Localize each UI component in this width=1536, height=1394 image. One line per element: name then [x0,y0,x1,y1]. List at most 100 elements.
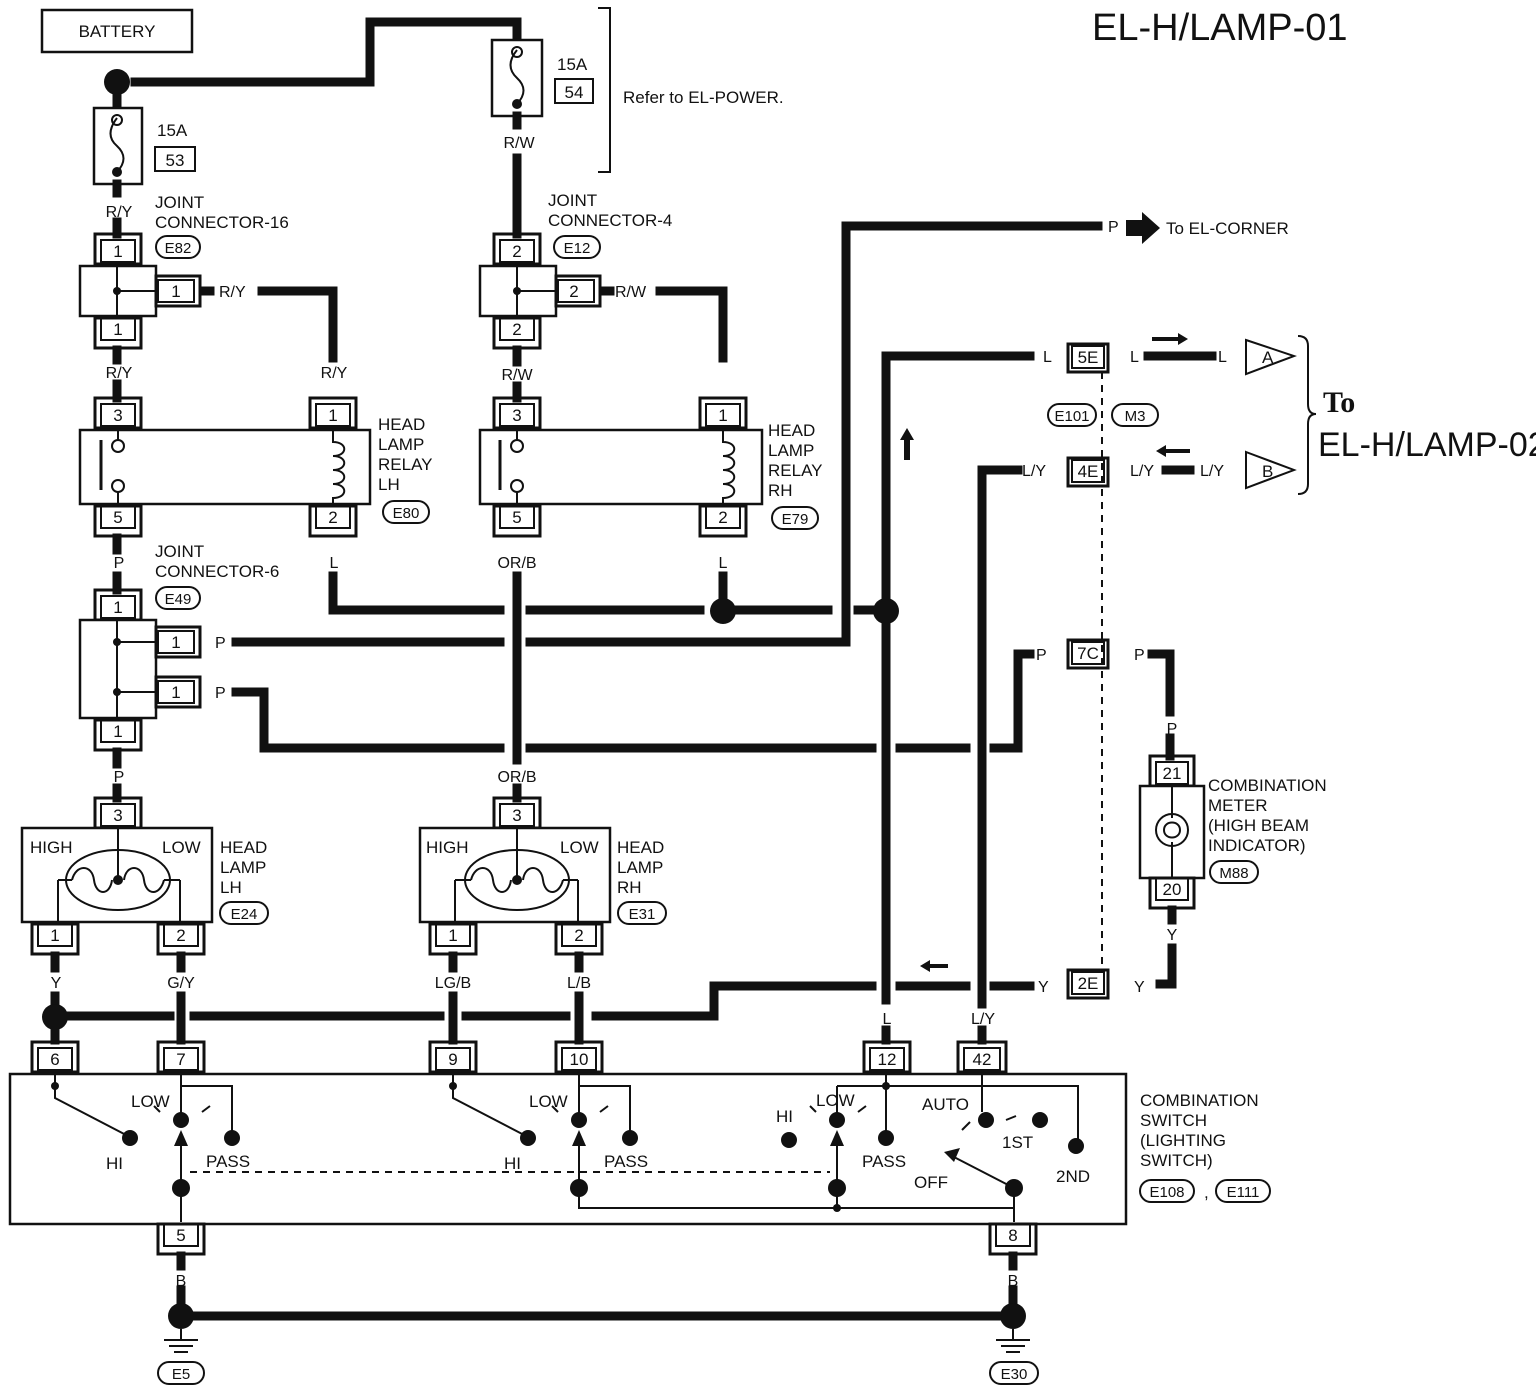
wire-label-p-7c-left: P [1036,647,1047,664]
sw-pin9-housing [428,1040,478,1074]
relay-rh-coil [722,430,736,504]
fuse-53-rating: 15A [157,121,188,140]
jc4-pin-top: 2 [512,242,521,261]
inline-4e-cell [1071,459,1105,483]
coil-ground-splice [710,598,736,624]
meter-name-1: COMBINATION [1208,776,1327,795]
sw-lh-wiring [54,1074,233,1137]
headlamp-lh-high: HIGH [30,838,73,857]
sw-ind-low-label: LOW [816,1091,855,1110]
sw-ind-wiper-arrow [830,1130,844,1146]
arrow-to-el-corner [1126,212,1160,244]
relay-lh-name-2: LAMP [378,435,424,454]
relay-rh-pin1-housing [698,396,748,430]
sw-light-2nd-contact [1068,1138,1084,1154]
sw-light-auto-label: AUTO [922,1095,969,1114]
jc6-pin-side2-cell [157,680,195,704]
headlamp-rh-pin1-cell [435,923,471,947]
offpage-target-label: EL-H/LAMP-02 [1318,426,1536,464]
sw-pin10-cell [561,1047,597,1071]
l-wire-splice [873,598,899,624]
wire-label-orb-2: OR/B [497,769,536,786]
sw-pin7-cell [163,1047,199,1071]
relay-rh-name-2: LAMP [768,441,814,460]
wire-label-p-corner: P [1108,219,1119,236]
sw-rh-low-label: LOW [529,1092,568,1111]
wire-label-l-1: L [330,555,339,572]
sw-pin6-housing [30,1040,80,1074]
wire-label-p-1: P [114,555,125,572]
inline-5e-pin: 5E [1078,348,1099,367]
sw-lh-low-label: LOW [131,1092,170,1111]
relay-lh-pin2: 2 [328,508,337,527]
wire-ry-to-relay-lh-coil [257,286,338,363]
relay-lh-pin3: 3 [113,406,122,425]
sw-light-wiring [981,1074,1079,1144]
jc4-junction [513,287,521,295]
inline-2e-cell [1071,971,1105,995]
wire-label-p-4: P [114,769,125,786]
inline-5e-cell [1071,345,1105,369]
inline-7c-housing [1066,638,1110,670]
headlamp-lh-pin2-cell [163,923,199,947]
jc6-junction-2 [113,688,121,696]
offpage-b-label: B [1262,462,1273,481]
jc4-name-1: JOINT [548,191,597,210]
fuse-53-number: 53 [166,151,185,170]
wire-p-to-meter [231,649,1035,753]
offpage-a-triangle [1245,338,1297,376]
relay-lh-coil [332,430,346,504]
sw-light-2nd-label: 2ND [1056,1167,1090,1186]
jc6-pin-bot-cell [100,719,136,743]
wire-label-lb: L/B [567,975,591,992]
sw-lh-pass-label: PASS [206,1152,250,1171]
arrow-2e-left [920,960,948,972]
battery-label: BATTERY [79,22,156,41]
sw-pin8: 8 [1008,1226,1017,1245]
headlamp-lh-pin1: 1 [50,926,59,945]
jc4-code-badge [553,235,601,259]
relay-rh-pin3-cell [499,403,535,427]
sw-pin5: 5 [176,1226,185,1245]
arrow-l-up [900,428,914,460]
relay-lh-code: E80 [393,505,420,522]
sw-ind-hi-contact [781,1132,797,1148]
sw-lh-hi-contact [122,1130,138,1146]
offpage-brace [1297,335,1317,495]
ground-e5-icon [164,1329,198,1353]
relay-lh-name-4: LH [378,475,400,494]
fuse-54-element [509,49,525,105]
headlamp-rh-filaments [470,867,564,893]
jc6-code-badge [155,586,201,610]
ground-e5-badge [157,1361,205,1385]
offpage-b-triangle [1245,450,1297,490]
headlamp-rh-center [512,875,522,885]
wire-label-y-meter: Y [1167,927,1178,944]
wire-label-l-sw: L [883,1011,892,1028]
meter-name-2: METER [1208,796,1268,815]
ground-e30-code: E30 [1001,1366,1028,1383]
jc6-code: E49 [165,591,192,608]
relay-rh-body [478,428,764,506]
inline-right-code: M3 [1125,408,1146,425]
sw-pin12-cell [869,1047,905,1071]
meter-name-3: (HIGH BEAM [1208,816,1309,835]
sw-pin42-housing [956,1040,1008,1074]
sw-pin9: 9 [448,1050,457,1069]
relay-rh-pin3-housing [492,396,542,430]
wire-label-rw-1: R/W [503,135,535,152]
headlamp-rh-pin3: 3 [512,806,521,825]
jc6-junction-1 [113,638,121,646]
sw-rh-node-9 [449,1082,457,1090]
jc16-name-2: CONNECTOR-16 [155,213,289,232]
sw-rh-low-contact [571,1112,587,1128]
inline-5e-housing [1066,342,1110,374]
sw-lh-node-6 [51,1082,59,1090]
page-title: EL-H/LAMP-01 [1092,7,1348,49]
relay-lh-pin1-housing [308,396,358,430]
wire-label-l-2: L [719,555,728,572]
wire-p-to-el-corner [231,221,1103,647]
wire-2e-to-switch [591,981,1035,1021]
relay-rh-pin1: 1 [718,406,727,425]
meter-name-4: INDICATOR) [1208,836,1306,855]
